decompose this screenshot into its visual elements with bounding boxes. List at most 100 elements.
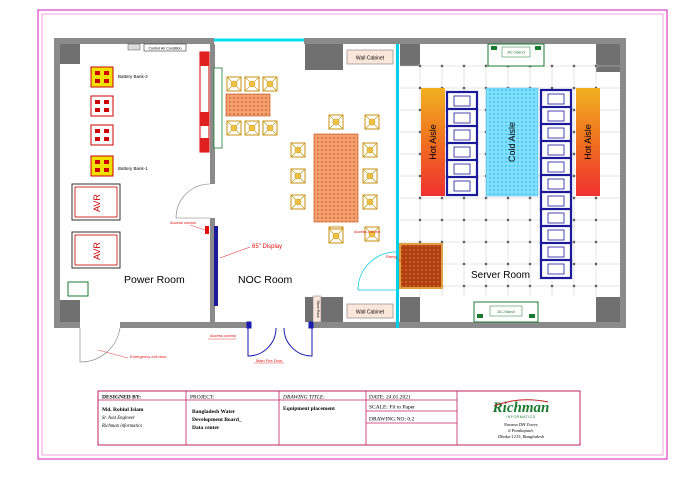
server-rack xyxy=(539,224,573,246)
server-room-label: Server Room xyxy=(471,270,530,281)
battery-cell xyxy=(95,160,100,164)
chair xyxy=(290,194,306,210)
display-leader xyxy=(219,246,251,259)
grid-pedestal xyxy=(550,284,554,288)
grid-pedestal xyxy=(572,152,576,156)
battery-cell xyxy=(104,160,109,164)
grid-pedestal xyxy=(572,108,576,112)
power-ups-stack xyxy=(213,67,223,149)
server-rack xyxy=(445,107,479,129)
grid-pedestal xyxy=(440,196,444,200)
drawing-title-header: DRAWING TITLE: xyxy=(282,395,325,401)
display-65in xyxy=(214,226,218,306)
grid-pedestal xyxy=(506,218,510,222)
grid-pedestal xyxy=(594,284,598,288)
grid-pedestal xyxy=(506,262,510,266)
designer-role: Sr. Asst Engineer xyxy=(102,416,135,421)
grid-pedestal xyxy=(572,218,576,222)
grid-pedestal xyxy=(506,240,510,244)
battery-bank-1 xyxy=(90,155,114,177)
hot-aisle-right-label: Hot Aisle xyxy=(583,124,593,160)
grid-pedestal xyxy=(418,108,422,112)
grid-pedestal xyxy=(572,174,576,178)
designer-name: Md. Robiul Islam xyxy=(102,407,144,413)
project-name-1: Bangladesh Water xyxy=(192,409,236,415)
battery-cell xyxy=(104,129,109,133)
battery-cell xyxy=(104,100,109,104)
project-name-2: Development Board_ xyxy=(192,417,242,423)
drawing-title: Equipment placement xyxy=(283,406,335,412)
battery-cell xyxy=(95,168,100,172)
chairs xyxy=(226,76,380,244)
chair xyxy=(226,120,242,136)
chair xyxy=(364,114,380,130)
wall-cabinet-bottom xyxy=(346,303,394,319)
avr-label-2: AVR xyxy=(92,242,102,260)
grid-pedestal xyxy=(572,130,576,134)
server-rack xyxy=(539,258,573,280)
grid-pedestal xyxy=(572,86,576,90)
grid-pedestal xyxy=(594,64,598,68)
hot-aisle-left xyxy=(421,88,445,196)
grid-pedestal xyxy=(506,284,510,288)
access-control-leader-1 xyxy=(189,224,206,231)
hot-aisle-left-label: Hot Aisle xyxy=(428,124,438,160)
grid-pedestal xyxy=(572,196,576,200)
wall-cabinet-top xyxy=(346,49,394,65)
hot-aisle-right xyxy=(576,88,600,196)
server-rack xyxy=(539,156,573,178)
drawing-no-field: DRAWING NO: 0.2 xyxy=(369,417,414,423)
server-racks xyxy=(445,88,573,280)
grid-pedestal xyxy=(528,196,532,200)
internal-door-arc xyxy=(175,183,211,219)
grid-pedestal xyxy=(506,196,510,200)
power-room-label: Power Room xyxy=(124,274,185,286)
store-rack xyxy=(312,295,322,323)
company-logo: Richman xyxy=(492,400,550,416)
access-control-label-1: Access control xyxy=(170,220,196,225)
server-rack xyxy=(445,141,479,163)
wall-cabinet-top-label: Wall Cabinet xyxy=(356,56,385,62)
grid-pedestal xyxy=(462,262,466,266)
grid-pedestal xyxy=(528,262,532,266)
noc-room-label: NOC Room xyxy=(238,274,293,286)
designed-by-header: DESIGNED BY: xyxy=(102,395,141,401)
ramp xyxy=(399,243,443,289)
server-rack xyxy=(539,241,573,263)
server-rack xyxy=(445,90,479,112)
server-rack xyxy=(539,139,573,161)
grid-pedestal xyxy=(484,240,488,244)
grid-pedestal xyxy=(462,240,466,244)
chair xyxy=(262,76,278,92)
battery-bank-2 xyxy=(90,66,114,146)
grid-pedestal xyxy=(550,86,554,90)
address-3: Dhaka-1215, Bangladesh xyxy=(497,434,545,440)
grid-pedestal xyxy=(572,64,576,68)
server-rack xyxy=(539,105,573,127)
control-air-condition xyxy=(143,43,187,52)
chair xyxy=(226,76,242,92)
battery-cell xyxy=(95,129,100,133)
grid-pedestal xyxy=(550,64,554,68)
address-1: Navana DH Tower, xyxy=(503,422,538,428)
battery-cell xyxy=(104,79,109,83)
grid-pedestal xyxy=(440,240,444,244)
grid-pedestal xyxy=(484,284,488,288)
ac-bottom-label: AC-Stand xyxy=(497,309,514,314)
grid-pedestal xyxy=(594,196,598,200)
grid-pedestal xyxy=(594,240,598,244)
main-fire-door-label: Main Fire Door xyxy=(256,358,283,363)
battery-cell xyxy=(95,71,100,75)
grid-pedestal xyxy=(440,64,444,68)
battery-bank-1-label: Battery Bank-1 xyxy=(118,166,148,171)
grid-pedestal xyxy=(594,262,598,266)
grid-pedestal xyxy=(462,86,466,90)
chair xyxy=(364,226,380,242)
battery-bank-2-label: Battery Bank-2 xyxy=(118,74,148,79)
chair xyxy=(290,142,306,158)
grid-pedestal xyxy=(484,196,488,200)
server-rack xyxy=(539,207,573,229)
access-control-label-2: Access control xyxy=(354,229,380,234)
chair xyxy=(362,194,378,210)
